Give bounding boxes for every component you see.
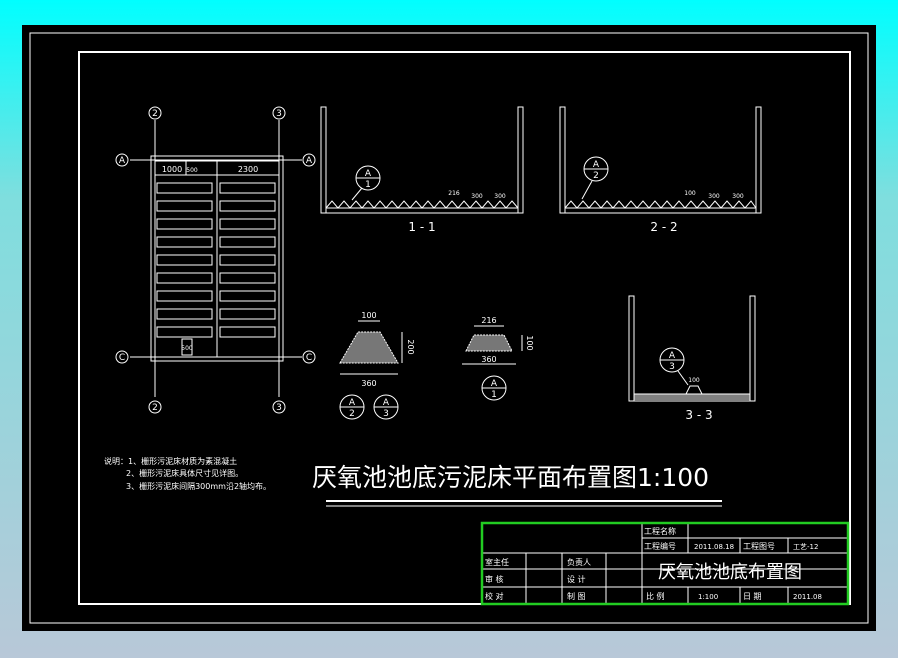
trap-a-top-dim: 100 (361, 311, 376, 320)
tb-project-no-label: 工程编号 (644, 541, 676, 551)
tb-project-no: 2011.08.18 (694, 543, 734, 551)
tb-row-label-2: 审 核 (485, 574, 504, 584)
callout-a3-bottom: 3 (383, 409, 389, 419)
section-3-3-label: 3 - 3 (685, 408, 712, 422)
tb-project-name-label: 工程名称 (644, 526, 676, 536)
section-3-3-fill (634, 394, 750, 400)
trap-a-base-dim: 360 (361, 379, 376, 388)
title-block-highlight (480, 521, 850, 606)
axis-label-row-a-right: A (306, 156, 313, 166)
axis-bubble-row-a-left (115, 153, 129, 167)
tb-mid-label-3: 制 图 (567, 591, 586, 601)
section-3-3 (628, 295, 756, 402)
trap-a-height-dim: 200 (406, 339, 415, 354)
section-2-2-dim-3: 300 (732, 193, 744, 200)
section-2-2-callout-bottom: 2 (593, 171, 599, 181)
note-line-3: 3、栅形污泥床间隔300mm沿2轴均布。 (126, 481, 271, 491)
section-3-3-callout-bottom: 3 (669, 362, 675, 372)
title-block (481, 524, 848, 604)
main-title: 厌氧池池底污泥床平面布置图1:100 (312, 463, 709, 492)
right-slats (219, 182, 276, 338)
axis-label-col-3-top: 3 (276, 109, 282, 119)
section-1-1-callout-bottom: 1 (365, 180, 371, 190)
section-2-2-label: 2 - 2 (650, 220, 677, 234)
cad-canvas: 2 3 2 3 A A C C 1000 2300 500 500 A 1 21… (22, 25, 876, 631)
section-1-1 (320, 106, 524, 214)
tb-mid-label-1: 负责人 (567, 557, 591, 567)
section-2-2-callout-top: A (593, 160, 600, 170)
axis-bubble-col-2-bottom (148, 400, 162, 414)
left-slats (156, 182, 213, 338)
section-3-3-callout-top: A (669, 351, 676, 361)
section-1-1-dim-2: 300 (471, 193, 483, 200)
axis-bubble-col-3-bottom (272, 400, 286, 414)
tb-row-label-1: 室主任 (485, 557, 509, 567)
tb-scale: 1:100 (698, 593, 718, 601)
axis-bubble-row-a-right (302, 153, 316, 167)
callout-a2-top: A (349, 398, 356, 408)
note-line-1: 说明：1、栅形污泥床材质为素混凝土 (104, 456, 237, 466)
callout-a3-top: A (383, 398, 390, 408)
tb-drawing-no: 工艺-12 (793, 543, 818, 551)
trap-b-top-dim: 216 (481, 316, 496, 325)
callout-a1-top: A (491, 379, 498, 389)
tb-scale-label: 比 例 (646, 591, 665, 601)
axis-bubble-col-3-top (272, 106, 286, 120)
callout-a2-bottom: 2 (349, 409, 355, 419)
tb-mid-label-2: 设 计 (567, 574, 586, 584)
callout-a1-bottom: 1 (491, 390, 497, 400)
axis-label-row-c-left: C (119, 353, 125, 363)
dim-right-width: 2300 (238, 165, 258, 174)
section-3-3-dim-1: 100 (688, 377, 700, 384)
trap-b-height-dim: 100 (525, 335, 534, 350)
section-1-1-callout-top: A (365, 169, 372, 179)
detail-trapezoid-a (339, 320, 403, 375)
dim-small-top: 500 (186, 167, 198, 174)
axis-label-col-2-bottom: 2 (152, 403, 158, 413)
tb-row-label-3: 校 对 (485, 591, 504, 601)
section-1-1-dim-1: 216 (448, 190, 460, 197)
dim-left-width: 1000 (162, 165, 182, 174)
axis-label-col-2-top: 2 (152, 109, 158, 119)
section-2-2 (559, 106, 762, 214)
trap-b-base-dim: 360 (481, 355, 496, 364)
axis-bubble-row-c-left (115, 350, 129, 364)
section-2-2-dim-2: 300 (708, 193, 720, 200)
drawing-sheet: 2 3 2 3 A A C C 1000 2300 500 500 A 1 21… (29, 32, 869, 624)
tb-date: 2011.08 (793, 593, 822, 601)
section-2-2-dim-1: 100 (684, 190, 696, 197)
axis-label-col-3-bottom: 3 (276, 403, 282, 413)
axis-label-row-a-left: A (119, 156, 126, 166)
axis-bubble-row-c-right (302, 350, 316, 364)
inner-border (78, 51, 851, 605)
tb-date-label: 日 期 (743, 592, 762, 601)
note-line-2: 2、栅形污泥床具体尺寸见详图。 (126, 468, 243, 478)
tb-drawing-title: 厌氧池池底布置图 (658, 562, 802, 583)
outer-border (29, 32, 869, 624)
axis-label-row-c-right: C (306, 353, 312, 363)
plan-view (115, 106, 316, 414)
detail-trapezoid-b (462, 325, 523, 365)
section-1-1-label: 1 - 1 (408, 220, 435, 234)
axis-bubble-col-2-top (148, 106, 162, 120)
section-1-1-dim-3: 300 (494, 193, 506, 200)
dim-small-bottom: 500 (181, 345, 193, 352)
tb-drawing-no-label: 工程图号 (743, 542, 775, 551)
